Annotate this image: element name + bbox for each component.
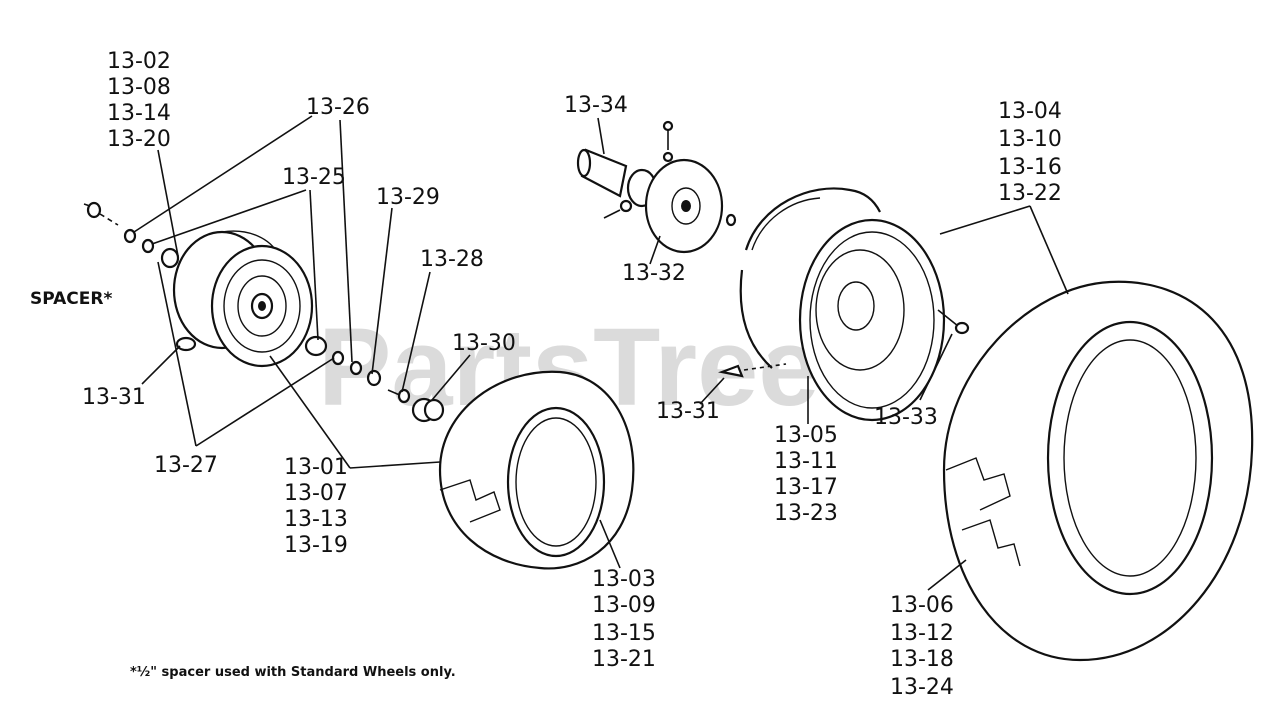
washer-part (123, 228, 137, 244)
callout-group-13-04: 13-04 13-10 13-16 13-22 (998, 99, 1062, 206)
spacer-part (83, 201, 119, 226)
bolt-part (603, 199, 633, 219)
bushing-part (411, 397, 445, 423)
part-number: 13-25 (282, 165, 346, 190)
part-number: 13-18 (890, 647, 954, 672)
washer-part (349, 360, 363, 376)
part-number: 13-19 (284, 533, 348, 558)
part-number: 13-27 (154, 453, 218, 478)
part-number: 13-34 (564, 93, 628, 118)
part-number: 13-13 (284, 507, 348, 532)
part-number: 13-17 (774, 475, 838, 500)
callout-group-13-02: 13-02 13-08 13-14 13-20 (107, 49, 171, 152)
callout-group-13-03: 13-03 13-09 13-15 13-21 (592, 567, 656, 672)
part-number: 13-12 (890, 621, 954, 646)
left-rim (172, 230, 314, 368)
bearing-part (304, 335, 328, 357)
right-rim (739, 187, 946, 422)
footnote: *½" spacer used with Standard Wheels onl… (130, 665, 456, 680)
part-number: 13-02 (107, 49, 171, 74)
callout-group-13-01: 13-01 13-07 13-13 13-19 (284, 455, 348, 558)
part-number: 13-30 (452, 331, 516, 356)
washer-part (331, 350, 345, 366)
part-number: 13-20 (107, 127, 171, 152)
part-number: 13-33 (874, 405, 938, 430)
callout-group-13-05: 13-05 13-11 13-17 13-23 (774, 423, 838, 526)
leader-lines (133, 115, 1069, 591)
bolt-part (387, 388, 411, 404)
part-number: 13-31 (82, 385, 146, 410)
part-number: 13-11 (774, 449, 838, 474)
part-number: 13-24 (890, 675, 954, 700)
nut-part (366, 369, 382, 387)
part-number: 13-08 (107, 75, 171, 100)
part-number: 13-06 (890, 593, 954, 618)
part-number: 13-29 (376, 185, 440, 210)
part-number: 13-14 (107, 101, 171, 126)
hub-part (626, 158, 724, 254)
part-number: 13-28 (420, 247, 484, 272)
bearing-part (160, 247, 180, 269)
part-number: 13-15 (592, 621, 656, 646)
valve-stem (175, 336, 197, 352)
washer-part (141, 238, 155, 254)
left-tire (438, 370, 635, 570)
part-number: 13-26 (306, 95, 370, 120)
part-number: 13-01 (284, 455, 348, 480)
spacer-label: SPACER* (30, 289, 112, 309)
part-number: 13-04 (998, 99, 1062, 124)
part-number: 13-10 (998, 127, 1062, 152)
nut-part (725, 213, 737, 227)
axle-part (576, 148, 628, 198)
part-number: 13-16 (998, 155, 1062, 180)
part-number: 13-09 (592, 593, 656, 618)
valve-stem (718, 363, 787, 378)
part-number: 13-32 (622, 261, 686, 286)
part-number: 13-23 (774, 501, 838, 526)
right-tire (942, 280, 1254, 662)
part-number: 13-31 (656, 399, 720, 424)
part-number: 13-22 (998, 181, 1062, 206)
bolt-part (662, 120, 674, 163)
part-number: 13-03 (592, 567, 656, 592)
bolt-part (937, 309, 970, 335)
part-number: 13-05 (774, 423, 838, 448)
part-number: 13-07 (284, 481, 348, 506)
part-number: 13-21 (592, 647, 656, 672)
callout-group-13-06: 13-06 13-12 13-18 13-24 (890, 593, 954, 700)
